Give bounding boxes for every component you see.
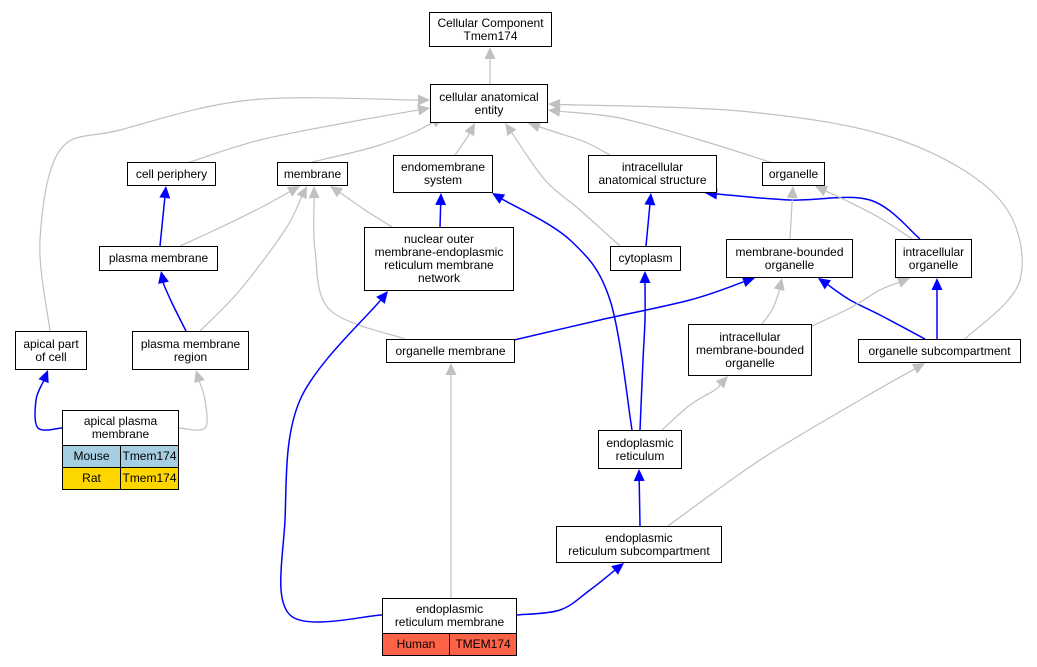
node-membrane-bounded-organelle[interactable]: membrane-bounded organelle (726, 239, 853, 278)
annotation-row-mouse: Mouse Tmem174 (62, 446, 179, 468)
arrowhead-mbo-to-organelle (786, 186, 798, 199)
edge-part-of-orgsub-to-mbo (827, 284, 926, 340)
arrowhead-nuclear-to-endosys (435, 193, 447, 206)
arrowhead-orgsub-to-mbo (818, 278, 832, 290)
edge-part-of-er-to-endosys (501, 198, 633, 431)
arrowhead-cytoplasm-to-cae (505, 123, 517, 136)
annotation-row-human: Human TMEM174 (382, 634, 517, 656)
arrowhead-imbo-to-intraorg (896, 277, 910, 288)
edge-part-of-pmregion-to-plasmamem (162, 281, 187, 332)
node-er-subcompartment[interactable]: endoplasmic reticulum subcompartment (556, 526, 722, 563)
node-plasma-membrane[interactable]: plasma membrane (99, 246, 218, 271)
arrowhead-intraorg-to-organelle (815, 186, 829, 197)
edge-part-of-plasmamem-to-cellper (159, 197, 166, 247)
edge-part-of-orgmem-to-mbo (513, 281, 744, 341)
arrowhead-orgsub-to-cae (548, 98, 561, 110)
arrowhead-er-to-endosys (492, 193, 506, 204)
edge-is-a-intraanat-to-cae (539, 126, 611, 156)
species-cell: Mouse (73, 449, 110, 463)
annotation-row-rat: Rat Tmem174 (62, 468, 179, 490)
node-cytoplasm[interactable]: cytoplasm (610, 246, 681, 271)
node-apical-plasma-membrane[interactable]: apical plasma membrane (62, 410, 179, 446)
node-cellular-component-root[interactable]: Cellular Component Tmem174 (429, 12, 552, 47)
species-cell: Rat (82, 471, 101, 485)
edge-is-a-intraorg-to-organelle (825, 190, 913, 240)
node-nuclear-outer-membrane-er-network[interactable]: nuclear outer membrane-endoplasmic retic… (364, 227, 514, 291)
species-cell: Human (396, 637, 436, 651)
node-endoplasmic-reticulum[interactable]: endoplasmic reticulum (598, 430, 682, 469)
node-organelle-subcompartment[interactable]: organelle subcompartment (858, 339, 1021, 363)
edge-part-of-erm-to-ersub (516, 569, 616, 616)
edge-is-a-imbo-to-mbo (761, 289, 780, 325)
node-cell-periphery[interactable]: cell periphery (127, 162, 216, 186)
arrowhead-imbo-to-mbo (773, 278, 785, 291)
edge-part-of-er-to-cytoplasm (639, 282, 646, 431)
arrowhead-pmregion-to-plasmamem (158, 271, 169, 284)
edge-is-a-nuclear-to-membrane (339, 192, 393, 228)
edge-part-of-intraorg-to-intraanat (716, 193, 921, 240)
node-organelle-membrane[interactable]: organelle membrane (386, 339, 515, 363)
node-membrane[interactable]: membrane (277, 162, 348, 186)
arrowhead-apm-to-apicalpart (38, 370, 49, 384)
edge-is-a-er-to-imbo (661, 384, 721, 431)
arrowhead-apicalpart-to-cae (418, 94, 430, 106)
edge-part-of-cytoplasm-to-intraanat (645, 204, 651, 247)
edge-is-a-pmregion-to-membrane (199, 196, 303, 332)
node-apical-part-of-cell[interactable]: apical part of cell (15, 331, 87, 370)
gene-cell: TMEM174 (449, 634, 516, 655)
node-cellular-anatomical-entity[interactable]: cellular anatomical entity (430, 84, 548, 123)
edge-part-of-ersub-to-er (638, 480, 641, 527)
edge-is-a-apm-to-pmregion (178, 381, 208, 431)
arrowhead-plasmamem-to-cellper (159, 186, 171, 199)
arrowhead-endosys-to-cae (464, 123, 475, 137)
arrowhead-cae-to-root (484, 47, 496, 59)
gene-cell: Tmem174 (120, 446, 178, 467)
edge-is-a-cellper-to-cae (189, 109, 419, 163)
arrowhead-orgmem-to-membrane (308, 186, 320, 199)
edge-is-a-mbo-to-organelle (789, 197, 793, 240)
arrowhead-erm-to-orgmem (445, 363, 457, 375)
node-organelle[interactable]: organelle (762, 162, 825, 186)
arrowhead-ersub-to-er (633, 469, 645, 482)
node-plasma-membrane-region[interactable]: plasma membrane region (132, 331, 249, 370)
arrowhead-nuclear-to-membrane (330, 186, 344, 198)
arrowhead-orgsub-to-intraorg (931, 278, 943, 290)
edge-is-a-organelle-to-cae (559, 110, 771, 163)
arrowhead-cellper-to-cae (417, 104, 430, 116)
edge-part-of-erm-to-nuclear (279, 299, 383, 623)
edge-part-of-apm-to-apicalpart (34, 380, 63, 431)
edge-is-a-orgmem-to-membrane (313, 197, 406, 340)
node-endomembrane-system[interactable]: endomembrane system (393, 155, 493, 193)
edge-part-of-nuclear-to-endosys (439, 204, 442, 228)
arrowhead-intraanat-to-cae (528, 121, 542, 133)
node-intracellular-organelle[interactable]: intracellular organelle (895, 239, 972, 278)
arrowhead-ersub-to-orgsub (911, 363, 925, 374)
gene-cell: Tmem174 (120, 468, 178, 489)
arrowhead-er-to-cytoplasm (639, 271, 651, 283)
edge-is-a-membrane-to-cae (311, 121, 434, 163)
edge-is-a-ersub-to-orgsub (667, 368, 915, 527)
arrowhead-er-to-imbo (715, 376, 728, 389)
node-intracellular-anatomical-structure[interactable]: intracellular anatomical structure (588, 155, 717, 193)
arrowhead-plasmamem-to-membrane (286, 186, 300, 197)
edge-is-a-apicalpart-to-cae (39, 97, 419, 332)
edge-is-a-imbo-to-intraorg (811, 281, 900, 327)
arrowhead-pmregion-to-membrane (296, 186, 307, 200)
node-endoplasmic-reticulum-membrane[interactable]: endoplasmic reticulum membrane (382, 598, 517, 634)
edge-is-a-endosys-to-cae (454, 133, 470, 156)
arrowhead-orgmem-to-mbo (741, 276, 755, 288)
arrowhead-erm-to-ersub (611, 563, 624, 575)
edge-is-a-orgsub-to-cae (559, 103, 1023, 340)
arrowhead-cytoplasm-to-intraanat (644, 193, 656, 206)
arrowhead-erm-to-nuclear (376, 291, 388, 304)
arrowhead-apm-to-pmregion (194, 370, 205, 384)
node-intracellular-membrane-bounded-organelle[interactable]: intracellular membrane-bounded organelle (688, 324, 812, 376)
edge-is-a-cytoplasm-to-cae (511, 132, 621, 247)
edge-is-a-plasmamem-to-membrane (179, 191, 290, 247)
